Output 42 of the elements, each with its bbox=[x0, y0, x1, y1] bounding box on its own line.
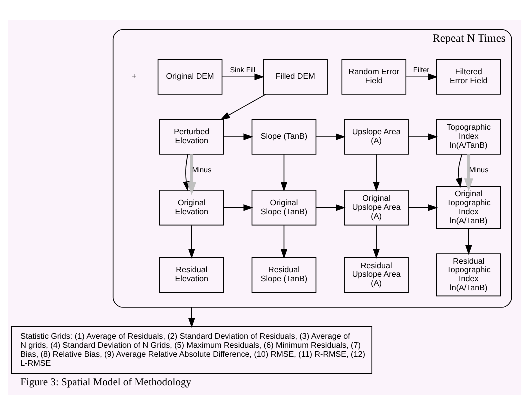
node-box: Residual Slope (TanB) bbox=[252, 257, 317, 293]
arrow bbox=[316, 134, 346, 140]
node-box: Original Elevation bbox=[160, 190, 224, 226]
node-box: Random Error Field bbox=[342, 59, 407, 95]
arrow bbox=[373, 225, 380, 259]
arrow bbox=[464, 154, 474, 192]
arrow bbox=[280, 154, 288, 192]
arrow bbox=[466, 228, 472, 256]
arrow bbox=[224, 134, 254, 140]
node-box: Statistic Grids: (1) Average of Residuals, (2) Standard Deviation of Residuals, (3) Average of N grids, (4) Standard Deviation of N Grids, (5) Maximum Residuals, (6) Minimum Residuals, (7) Bias, (8) Relative Bias, (9) Average Relative Absolute Difference, (10) RMSE, (11) R-RMSE, (12) L-RMSE bbox=[11, 326, 373, 374]
node-box: Residual Topographic Index ln(A/TanB) bbox=[436, 254, 502, 297]
arrow bbox=[220, 94, 266, 120]
node-box: Topographic Index ln(A/TanB) bbox=[436, 119, 502, 155]
arrow bbox=[373, 154, 380, 192]
arrow bbox=[406, 74, 438, 80]
caption: Figure 3: Spatial Model of Methodology bbox=[20, 378, 192, 389]
node-box: Slope (TanB) bbox=[252, 119, 317, 155]
node-box: Residual Elevation bbox=[160, 257, 224, 293]
arrow bbox=[316, 204, 346, 212]
node-box: Perturbed Elevation bbox=[160, 119, 224, 155]
node-box: Original Topographic Index ln(A/TanB) bbox=[436, 186, 502, 230]
node-box: Filtered Error Field bbox=[436, 59, 502, 95]
edge-label: Minus bbox=[469, 165, 489, 174]
arrow bbox=[222, 74, 264, 80]
node-box: Original Slope (TanB) bbox=[252, 190, 317, 226]
arrow bbox=[188, 307, 196, 328]
node-box: Residual Upslope Area (A) bbox=[344, 257, 409, 293]
edge-label: Filter bbox=[413, 65, 430, 74]
arrow bbox=[280, 225, 288, 259]
label: + bbox=[132, 72, 137, 82]
node-box: Filled DEM bbox=[263, 59, 328, 95]
arrow bbox=[408, 134, 438, 140]
arrow bbox=[224, 204, 254, 212]
arrow bbox=[188, 225, 196, 259]
edge-label: Sink Fill bbox=[230, 65, 256, 74]
node-box: Original Upslope Area (A) bbox=[344, 190, 409, 226]
arrow bbox=[408, 204, 438, 212]
node-box: Original DEM bbox=[158, 59, 223, 95]
arrow bbox=[456, 154, 463, 188]
arrow bbox=[187, 154, 196, 196]
node-box: Upslope Area (A) bbox=[344, 119, 409, 155]
edge-label: Minus bbox=[192, 165, 212, 174]
